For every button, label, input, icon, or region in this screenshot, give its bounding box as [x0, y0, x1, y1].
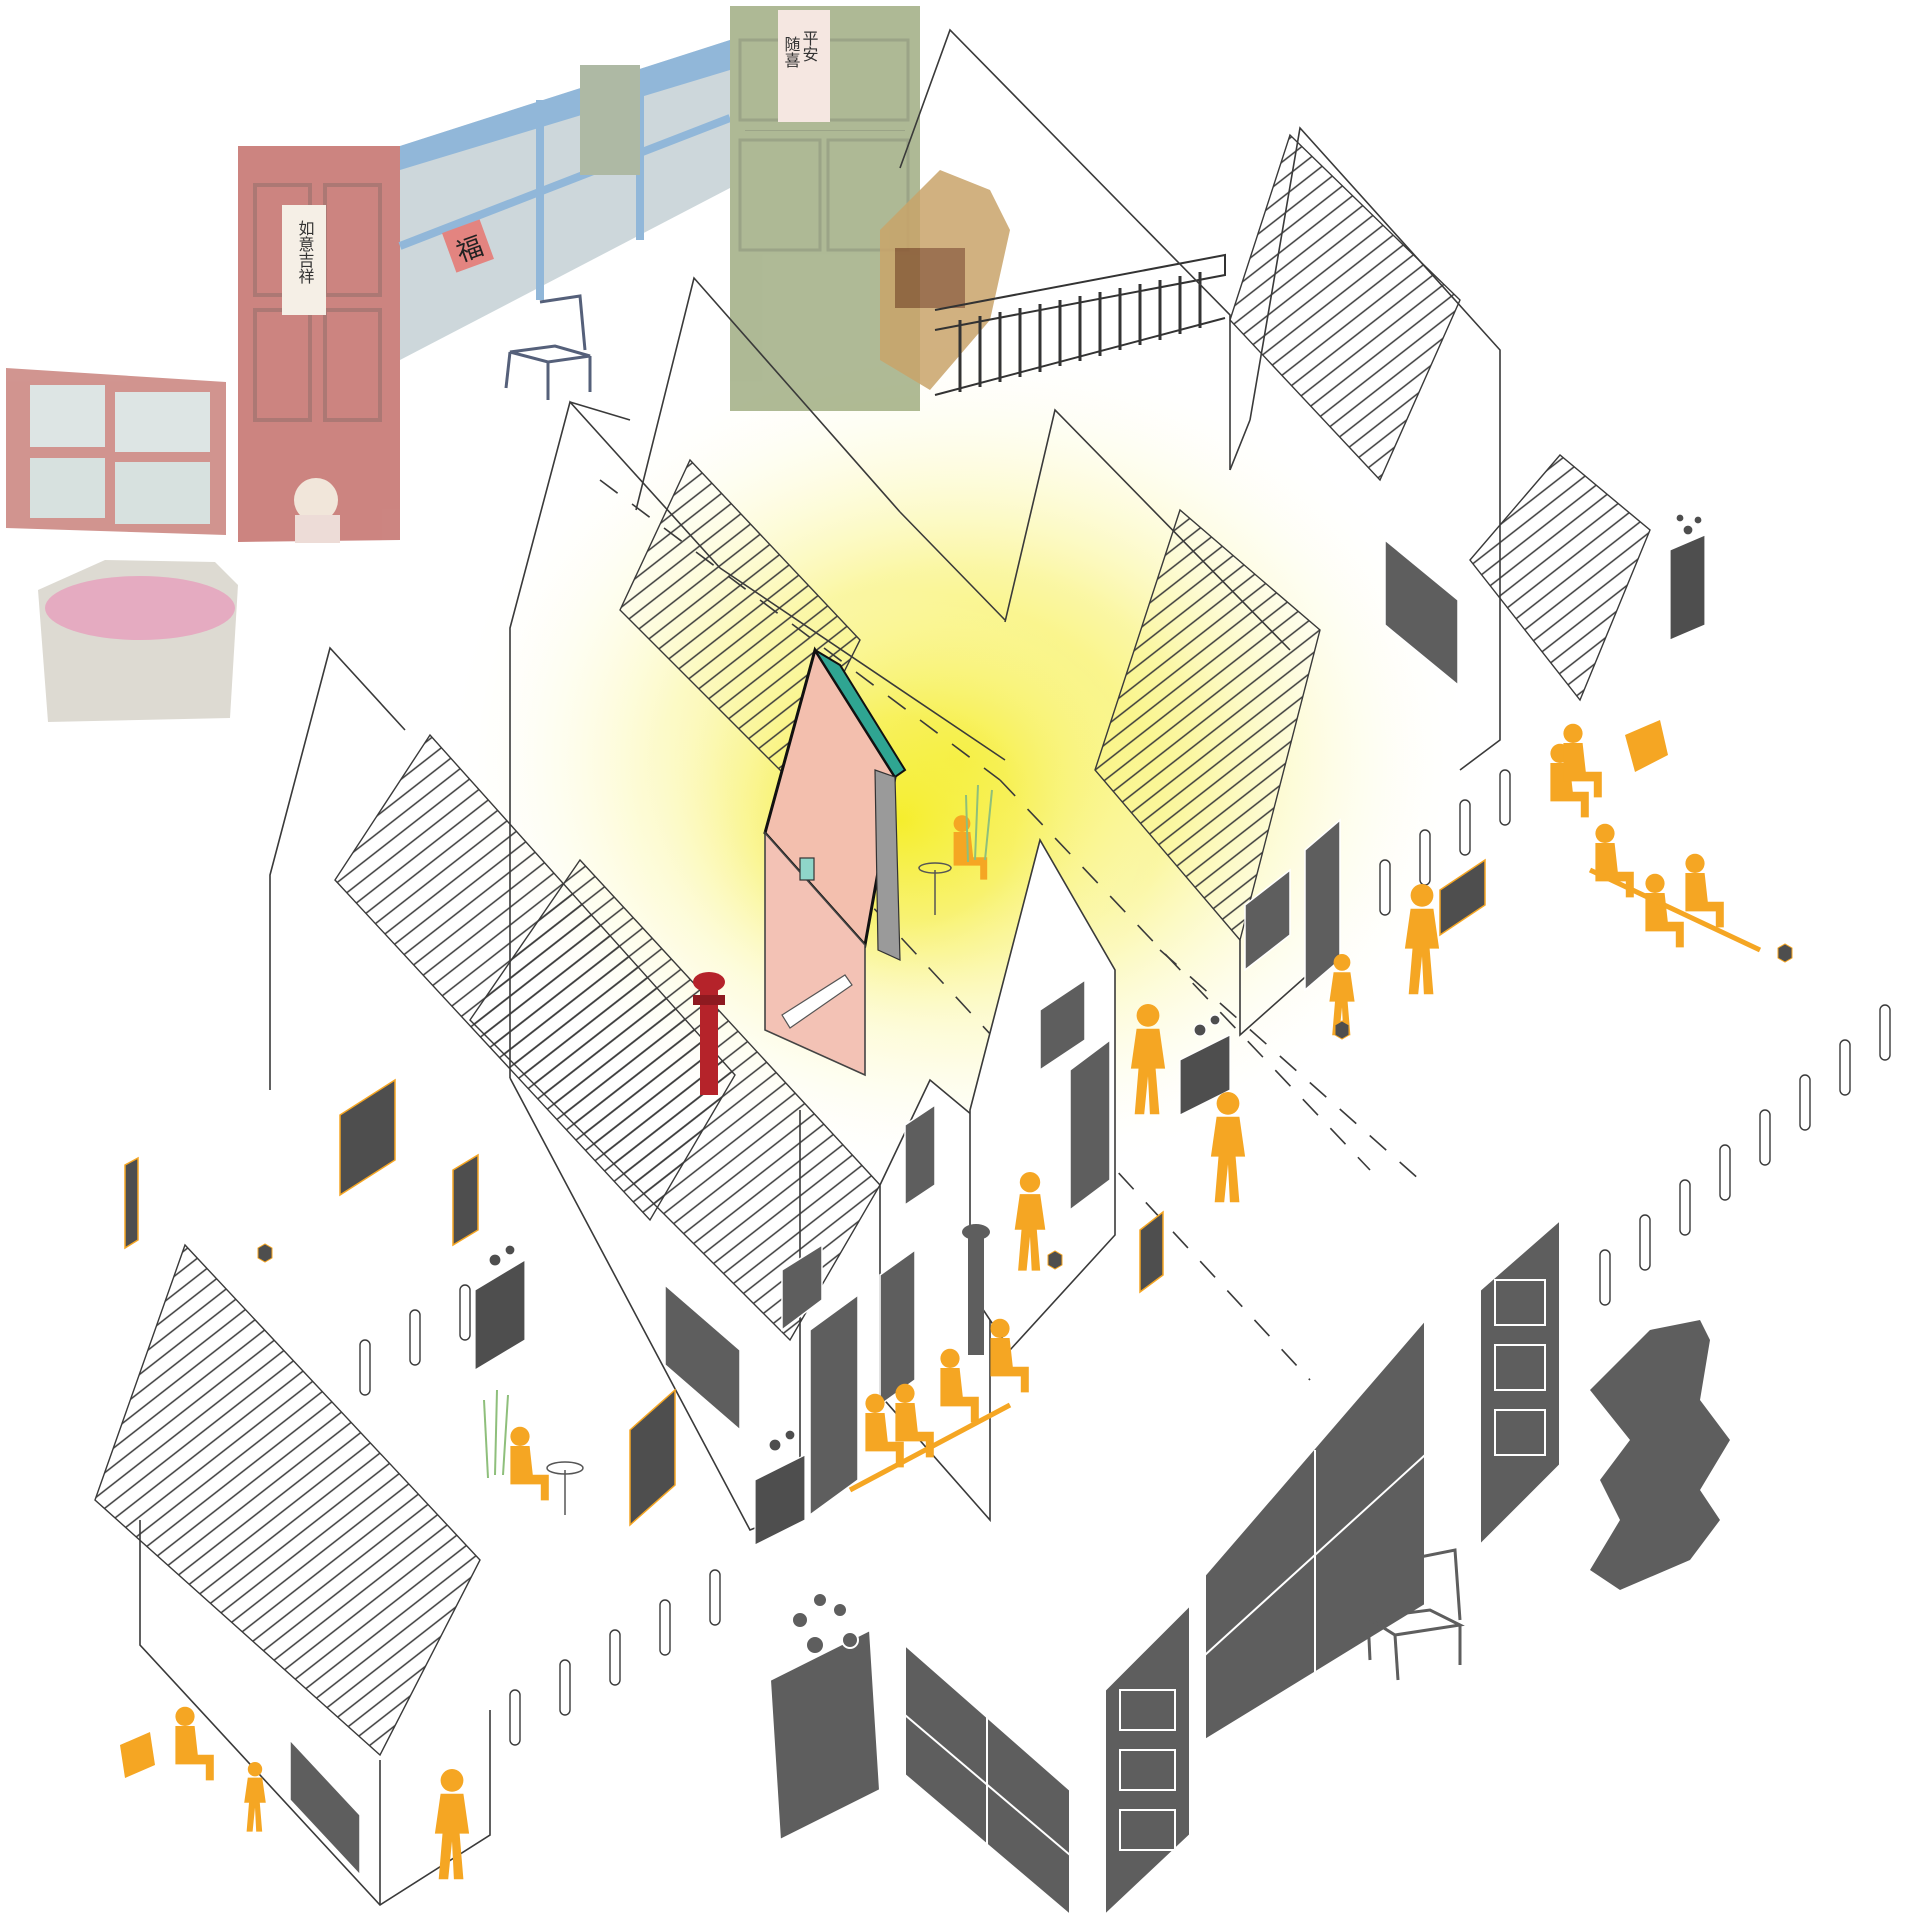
- shrine-photo: [880, 170, 1010, 390]
- house-bottom-left: [139, 1520, 491, 1907]
- red-door-scroll-text: 如意吉祥: [296, 220, 315, 284]
- window-photo: [6, 368, 226, 535]
- door-icon: [809, 1293, 859, 1517]
- table-icon: [1625, 720, 1668, 772]
- roof-top-right: [1229, 133, 1461, 482]
- window-icon: [781, 1243, 823, 1332]
- house-doors: [809, 818, 1341, 1517]
- roof-far-right: [1469, 454, 1651, 702]
- window-icon: [1244, 868, 1291, 972]
- door-icon: [1479, 1217, 1561, 1548]
- planter-icon: [474, 1244, 526, 1372]
- red-door-photo: [238, 146, 400, 543]
- window-icon: [1384, 538, 1459, 687]
- hydrant-icon: [693, 972, 725, 1095]
- green-door-scroll-top: 平安: [800, 30, 819, 62]
- door-icon: [1069, 1038, 1111, 1212]
- bench: [781, 974, 853, 1029]
- louver-roofs: [94, 133, 1651, 1757]
- exploded-elements: [768, 1217, 1730, 1918]
- photo-collage: [6, 6, 920, 722]
- window-icon: [1204, 1317, 1426, 1742]
- person-icon: [244, 1762, 266, 1832]
- planter-icon: [1179, 1014, 1231, 1116]
- shrine-silhouette: [1590, 1320, 1730, 1590]
- person-icon: [434, 1769, 470, 1880]
- planter-icon: [1669, 513, 1706, 641]
- planter-icon: [768, 1592, 882, 1842]
- roof-bottom-left: [94, 1243, 481, 1757]
- dark-panels: [124, 858, 1486, 1527]
- highlighted-house: [763, 646, 907, 1077]
- green-door-scroll: 平安 随喜: [782, 30, 819, 68]
- planter-photo: [38, 560, 238, 722]
- balustrade: [934, 253, 1226, 396]
- chair-icon: [504, 294, 592, 400]
- person-icon: [510, 1426, 549, 1501]
- window-icon: [904, 1103, 936, 1207]
- teal-roof-edge: [814, 649, 907, 779]
- bamboo-plants: [483, 784, 993, 1479]
- roof-right-mid: [1094, 508, 1321, 942]
- gray-hydrant-icon: [962, 1224, 990, 1355]
- table-icon: [1588, 867, 1762, 953]
- people: [120, 720, 1762, 1880]
- table-icon: [120, 1732, 155, 1778]
- planter-icon: [754, 1429, 806, 1546]
- street-posts: [359, 769, 1891, 1746]
- window-icon: [664, 1283, 741, 1432]
- planters: [474, 513, 1706, 1546]
- door-icon: [1104, 1602, 1191, 1918]
- red-door-scroll: 如意吉祥: [296, 220, 315, 284]
- window-icon: [1039, 978, 1086, 1072]
- table-icon: [848, 1402, 1012, 1493]
- gray-wall: [874, 769, 901, 961]
- house-windows: [289, 538, 1459, 1877]
- small-window-icon: [799, 857, 815, 881]
- window-icon: [904, 1642, 1071, 1918]
- small-markers: [257, 943, 1793, 1270]
- door-icon: [879, 1248, 916, 1407]
- railing-photo: [398, 40, 732, 360]
- window-icon: [289, 1738, 361, 1877]
- green-door-scroll-bottom: 随喜: [782, 36, 801, 68]
- chair-icon: [1363, 1548, 1465, 1681]
- cafe-tables: [546, 862, 952, 1515]
